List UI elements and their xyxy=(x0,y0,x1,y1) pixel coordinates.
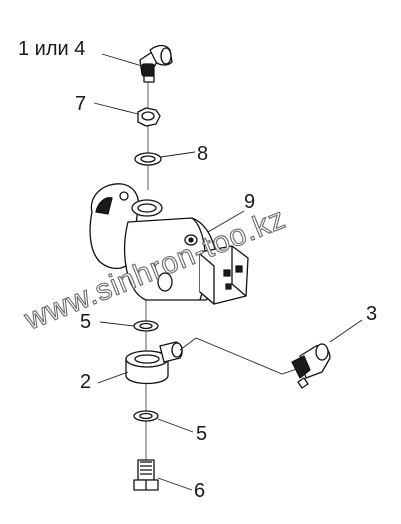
bolt xyxy=(133,459,159,491)
callout-9: 9 xyxy=(244,191,255,213)
side-fitting xyxy=(291,343,331,389)
callout-5-lower: 5 xyxy=(196,423,207,445)
washer-middle xyxy=(133,320,159,332)
callout-7: 7 xyxy=(75,93,86,115)
nut xyxy=(137,107,161,127)
leader-3 xyxy=(329,319,363,343)
leader-9 xyxy=(207,210,245,233)
callout-1: 1 или 4 xyxy=(18,38,85,60)
washer-bottom xyxy=(133,410,159,422)
callout-5-upper: 5 xyxy=(80,311,91,333)
leader-7 xyxy=(93,102,139,115)
callout-3: 3 xyxy=(366,303,377,325)
leader-5b xyxy=(157,418,194,433)
callout-6: 6 xyxy=(194,480,205,502)
valve-body xyxy=(89,183,249,305)
leader-6 xyxy=(157,477,193,491)
connecting-line xyxy=(179,337,301,375)
callout-8: 8 xyxy=(197,143,208,165)
washer-top xyxy=(134,152,162,166)
leader-1 xyxy=(101,53,143,67)
leader-2 xyxy=(97,371,129,384)
elbow-fitting xyxy=(139,44,173,83)
callout-2: 2 xyxy=(80,371,91,393)
leader-5a xyxy=(99,321,135,327)
leader-8 xyxy=(160,151,196,158)
banjo-fitting xyxy=(125,341,183,385)
